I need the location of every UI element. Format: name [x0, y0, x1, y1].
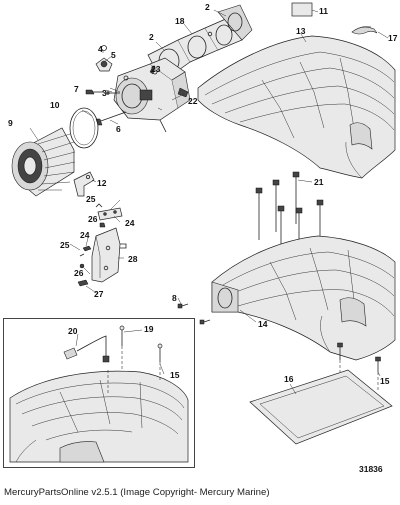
part-support-bracket — [91, 227, 127, 283]
callout-labels: 2 2 3 4 5 6 7 8 9 10 11 12 13 14 15 15 1… — [8, 2, 398, 386]
callout-22: 22 — [188, 96, 198, 106]
part-filter-bracket — [73, 171, 95, 197]
part-decal — [291, 2, 313, 17]
callout-15-inset: 15 — [170, 370, 180, 380]
callout-9: 9 — [8, 118, 13, 128]
callout-19: 19 — [144, 324, 154, 334]
callout-27: 27 — [94, 289, 104, 299]
leader-lines — [29, 9, 389, 395]
inset-detail — [9, 325, 189, 463]
part-screws — [177, 303, 211, 325]
callout-20: 20 — [68, 326, 78, 336]
callout-13: 13 — [296, 26, 306, 36]
drawing-number: 31836 — [359, 464, 383, 474]
callout-28: 28 — [128, 254, 138, 264]
callout-21: 21 — [314, 177, 324, 187]
callout-17: 17 — [388, 33, 398, 43]
callout-23: 23 — [151, 64, 161, 74]
part-clip — [351, 26, 378, 35]
callout-12: 12 — [97, 178, 107, 188]
callout-18: 18 — [175, 16, 185, 26]
part-base-gasket — [249, 360, 393, 445]
part-screws-15 — [337, 342, 381, 372]
part-hardware-small — [85, 65, 189, 98]
part-upper-cover — [197, 35, 396, 179]
callout-25-upper: 25 — [86, 194, 96, 204]
part-intake-manifold — [211, 235, 396, 361]
callout-7: 7 — [74, 84, 79, 94]
callout-2-left: 2 — [149, 32, 154, 42]
part-air-filter — [11, 127, 76, 197]
callout-26-upper: 26 — [88, 214, 98, 224]
callout-5: 5 — [111, 50, 116, 60]
callout-16: 16 — [284, 374, 294, 384]
callout-6: 6 — [116, 124, 121, 134]
callout-4: 4 — [98, 44, 103, 54]
part-long-bolts — [255, 171, 324, 250]
part-bracket-hardware — [77, 203, 123, 287]
callout-10: 10 — [50, 100, 60, 110]
callout-25-lower: 25 — [60, 240, 70, 250]
callout-14: 14 — [258, 319, 268, 329]
callout-26-lower: 26 — [74, 268, 84, 278]
callout-11: 11 — [319, 6, 328, 16]
part-clamp — [69, 107, 99, 149]
callout-2-top: 2 — [205, 2, 210, 12]
callout-24-upper: 24 — [125, 218, 135, 228]
copyright-footer: MercuryPartsOnline v2.5.1 (Image Copyrig… — [4, 487, 270, 498]
callout-15-main: 15 — [380, 376, 390, 386]
callout-3: 3 — [102, 88, 107, 98]
callout-24-lower: 24 — [80, 230, 90, 240]
part-sensor — [95, 45, 113, 72]
part-bolt — [95, 111, 127, 126]
callout-8: 8 — [172, 293, 177, 303]
